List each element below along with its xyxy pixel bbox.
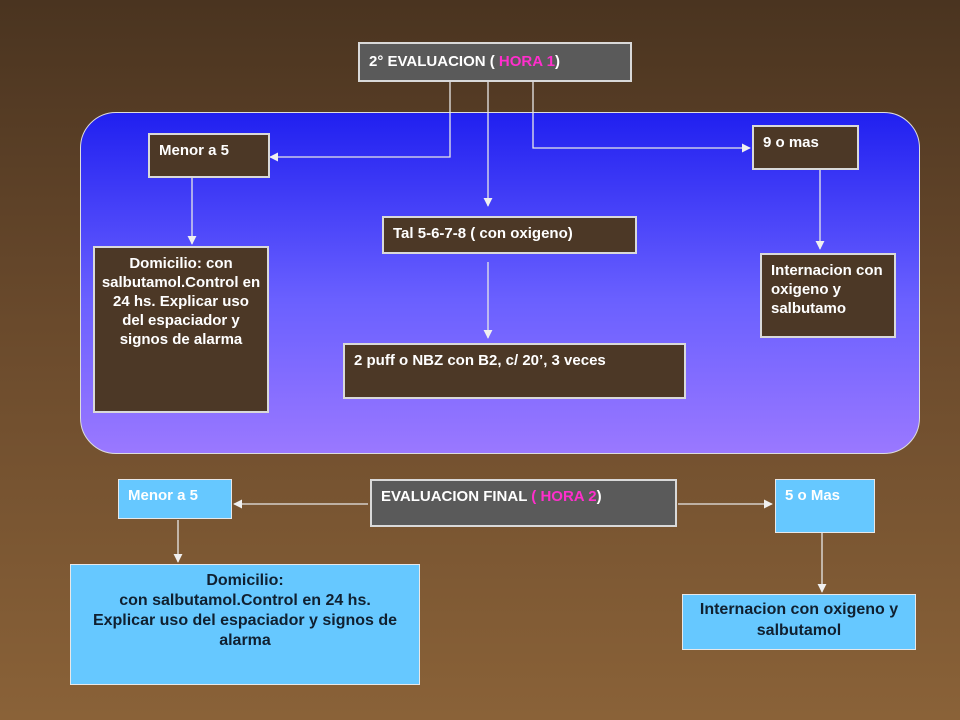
final-domicilio-line1: Domicilio: [206, 572, 284, 589]
arrow-top-to-menor [269, 82, 451, 162]
final-domicilio-line3: Explicar uso del espaciador y signos de … [92, 612, 398, 649]
score-tal-5-8-node: Tal 5-6-7-8 ( con oxigeno) [382, 216, 637, 254]
final-score-5-o-mas-node: 5 o Mas [775, 479, 875, 533]
evaluation-final-node: EVALUACION FINAL ( HORA 2) [370, 479, 677, 527]
hour1-title-hour: HORA 1 [498, 53, 556, 70]
score-9-o-mas-node: 9 o mas [752, 125, 859, 170]
score-menor-5-node: Menor a 5 [148, 133, 270, 178]
final-action-domicilio-node: Domicilio: con salbutamol.Control en 24 … [70, 564, 420, 685]
arrow-top-to-9omas [532, 82, 751, 153]
final-action-internacion-node: Internacion con oxigeno y salbutamol [682, 594, 916, 650]
final-title-suffix: ) [596, 488, 602, 505]
final-score-menor-5-node: Menor a 5 [118, 479, 232, 519]
action-domicilio-node: Domicilio: con salbutamol.Control en 24 … [93, 246, 269, 413]
final-title-hour: ( HORA 2 [531, 488, 597, 505]
hour1-title-suffix: ) [555, 53, 561, 70]
action-2-puff-node: 2 puff o NBZ con B2, c/ 20’, 3 veces [343, 343, 686, 399]
action-internacion-node: Internacion con oxigeno y salbutamo [760, 253, 896, 338]
hour1-title-prefix: 2° EVALUACION ( [369, 53, 499, 70]
final-domicilio-line2: con salbutamol.Control en 24 hs. [119, 592, 371, 609]
final-title-prefix: EVALUACION FINAL [381, 488, 532, 505]
evaluation-hour1-node: 2° EVALUACION ( HORA 1) [358, 42, 632, 82]
